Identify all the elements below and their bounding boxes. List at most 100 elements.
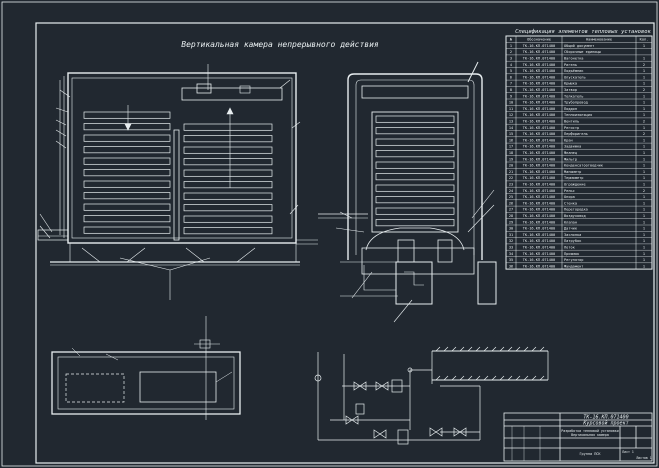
spec-cell: Конденсатоотводчик (564, 164, 604, 168)
spec-cell: 10 (509, 101, 513, 105)
spec-cell: 17 (509, 145, 513, 149)
spec-cell: 28 (509, 214, 513, 218)
spec-cell: Стенка (564, 201, 577, 205)
spec-cell: Ригель (564, 63, 577, 67)
spec-cell: 1 (643, 176, 645, 180)
spec-cell: ТК-16.КП.071400 (523, 214, 555, 218)
spec-cell: 30 (509, 227, 513, 231)
spec-cell: 2 (510, 50, 512, 54)
shelf (375, 161, 455, 169)
spec-cell: 1 (643, 151, 645, 155)
spec-cell: ТК-16.КП.071400 (523, 195, 555, 199)
spec-cell: 1 (643, 145, 645, 149)
spec-cell: ТК-16.КП.071400 (523, 88, 555, 92)
spec-cell: 1 (643, 214, 645, 218)
spec-cell: Общий документ (564, 43, 594, 48)
shelf (375, 127, 455, 135)
shelf (83, 134, 171, 142)
shelf (183, 158, 273, 166)
spec-cell: Теплоизоляция (564, 113, 592, 117)
spec-cell: Поддон (564, 107, 577, 111)
spec-cell: 1 (643, 44, 645, 48)
spec-cell: ТК-16.КП.071400 (523, 264, 555, 268)
spec-cell: Перфоригель (564, 132, 588, 136)
spec-cell: 1 (643, 195, 645, 199)
shelf (83, 192, 171, 200)
spec-cell: 9 (510, 94, 512, 98)
spec-cell: Термометр (564, 176, 583, 180)
spec-cell: Манометр (564, 170, 581, 174)
spec-cell: ТК-16.КП.071400 (523, 101, 555, 105)
spec-cell: 20 (509, 164, 513, 168)
spec-cell: ТК-16.КП.071400 (523, 75, 555, 79)
shelf (183, 215, 273, 223)
shelf (83, 146, 171, 154)
spec-cell: ТК-16.КП.071400 (523, 258, 555, 262)
spec-cell: Задвижка (564, 145, 581, 149)
spec-cell: 6 (510, 75, 512, 79)
shelf (83, 215, 171, 223)
spec-cell: 2 (643, 120, 645, 124)
spec-cell: Приямок (564, 252, 580, 256)
spec-cell: ТК-16.КП.071400 (523, 145, 555, 149)
spec-cell: 3 (510, 57, 512, 61)
spec-cell: 1 (643, 75, 645, 79)
spec-cell: Патрубок (564, 238, 582, 243)
spec-cell: ТК-16.КП.071400 (523, 132, 555, 136)
spec-cell: Регистр (564, 126, 579, 130)
spec-cell: 1 (643, 227, 645, 231)
spec-cell: ТК-16.КП.071400 (523, 183, 555, 187)
spec-cell: 2 (643, 132, 645, 136)
trolley-shelves-right (183, 123, 273, 235)
shelf (183, 204, 273, 212)
spec-cell: ТК-16.КП.071400 (523, 151, 555, 155)
plan-view (51, 316, 241, 420)
spec-cell: Воздуховод (564, 214, 586, 218)
spec-cell: ТК-16.КП.071400 (523, 239, 555, 243)
spec-cell: Кран (564, 138, 573, 142)
spec-cell: 15 (509, 132, 513, 136)
trolley-shelves-left (83, 111, 171, 234)
spec-cell: ТК-16.КП.071400 (523, 120, 555, 124)
spec-cell: Заслонка (564, 233, 581, 237)
spec-cell: 5 (510, 69, 512, 73)
spec-cell: 2 (643, 63, 645, 67)
piping-scheme (314, 346, 549, 445)
spec-cell: 1 (643, 264, 645, 268)
spec-cell: 31 (509, 233, 513, 237)
spec-cell: 23 (509, 183, 513, 187)
spec-cell: 2 (643, 88, 645, 92)
spec-cell: Фланец (564, 151, 577, 155)
stamp-sheet-title: Курсовой проект (582, 421, 628, 427)
spec-cell: Фундамент (564, 264, 583, 268)
spec-cell: 1 (643, 239, 645, 243)
spec-cell: ТК-16.КП.071400 (523, 63, 555, 67)
inner-frame (35, 22, 655, 464)
spec-cell: 7 (510, 82, 512, 86)
shelf (375, 207, 455, 215)
spec-cell: 14 (509, 126, 513, 130)
spec-cell: Вагонетка (564, 57, 583, 61)
spec-cell: 18 (509, 151, 513, 155)
stamp-doc-code: ТК-16.КП.071400 (583, 415, 628, 421)
trolley-shelves-cross (375, 115, 455, 227)
spec-cell: 8 (510, 88, 512, 92)
spec-cell: ТК-16.КП.071400 (523, 233, 555, 237)
spec-cell: ТК-16.КП.071400 (523, 208, 555, 212)
spec-header-cell: Обозначение (527, 37, 551, 42)
spec-cell: Трубопровод (564, 100, 588, 105)
spec-cell: Рельс (564, 189, 575, 193)
spec-cell: 32 (509, 239, 513, 243)
spec-cell: ТК-16.КП.071400 (523, 138, 555, 142)
shelf (83, 169, 171, 177)
spec-cell: 16 (509, 138, 513, 142)
spec-cell: Вентиль (564, 120, 579, 124)
spec-cell: Опускатель (564, 75, 586, 79)
shelf (183, 146, 273, 154)
front-section-view (37, 64, 318, 266)
shelf (83, 111, 171, 119)
spec-cell: 1 (643, 258, 645, 262)
spec-cell: ТК-16.КП.071400 (523, 227, 555, 231)
